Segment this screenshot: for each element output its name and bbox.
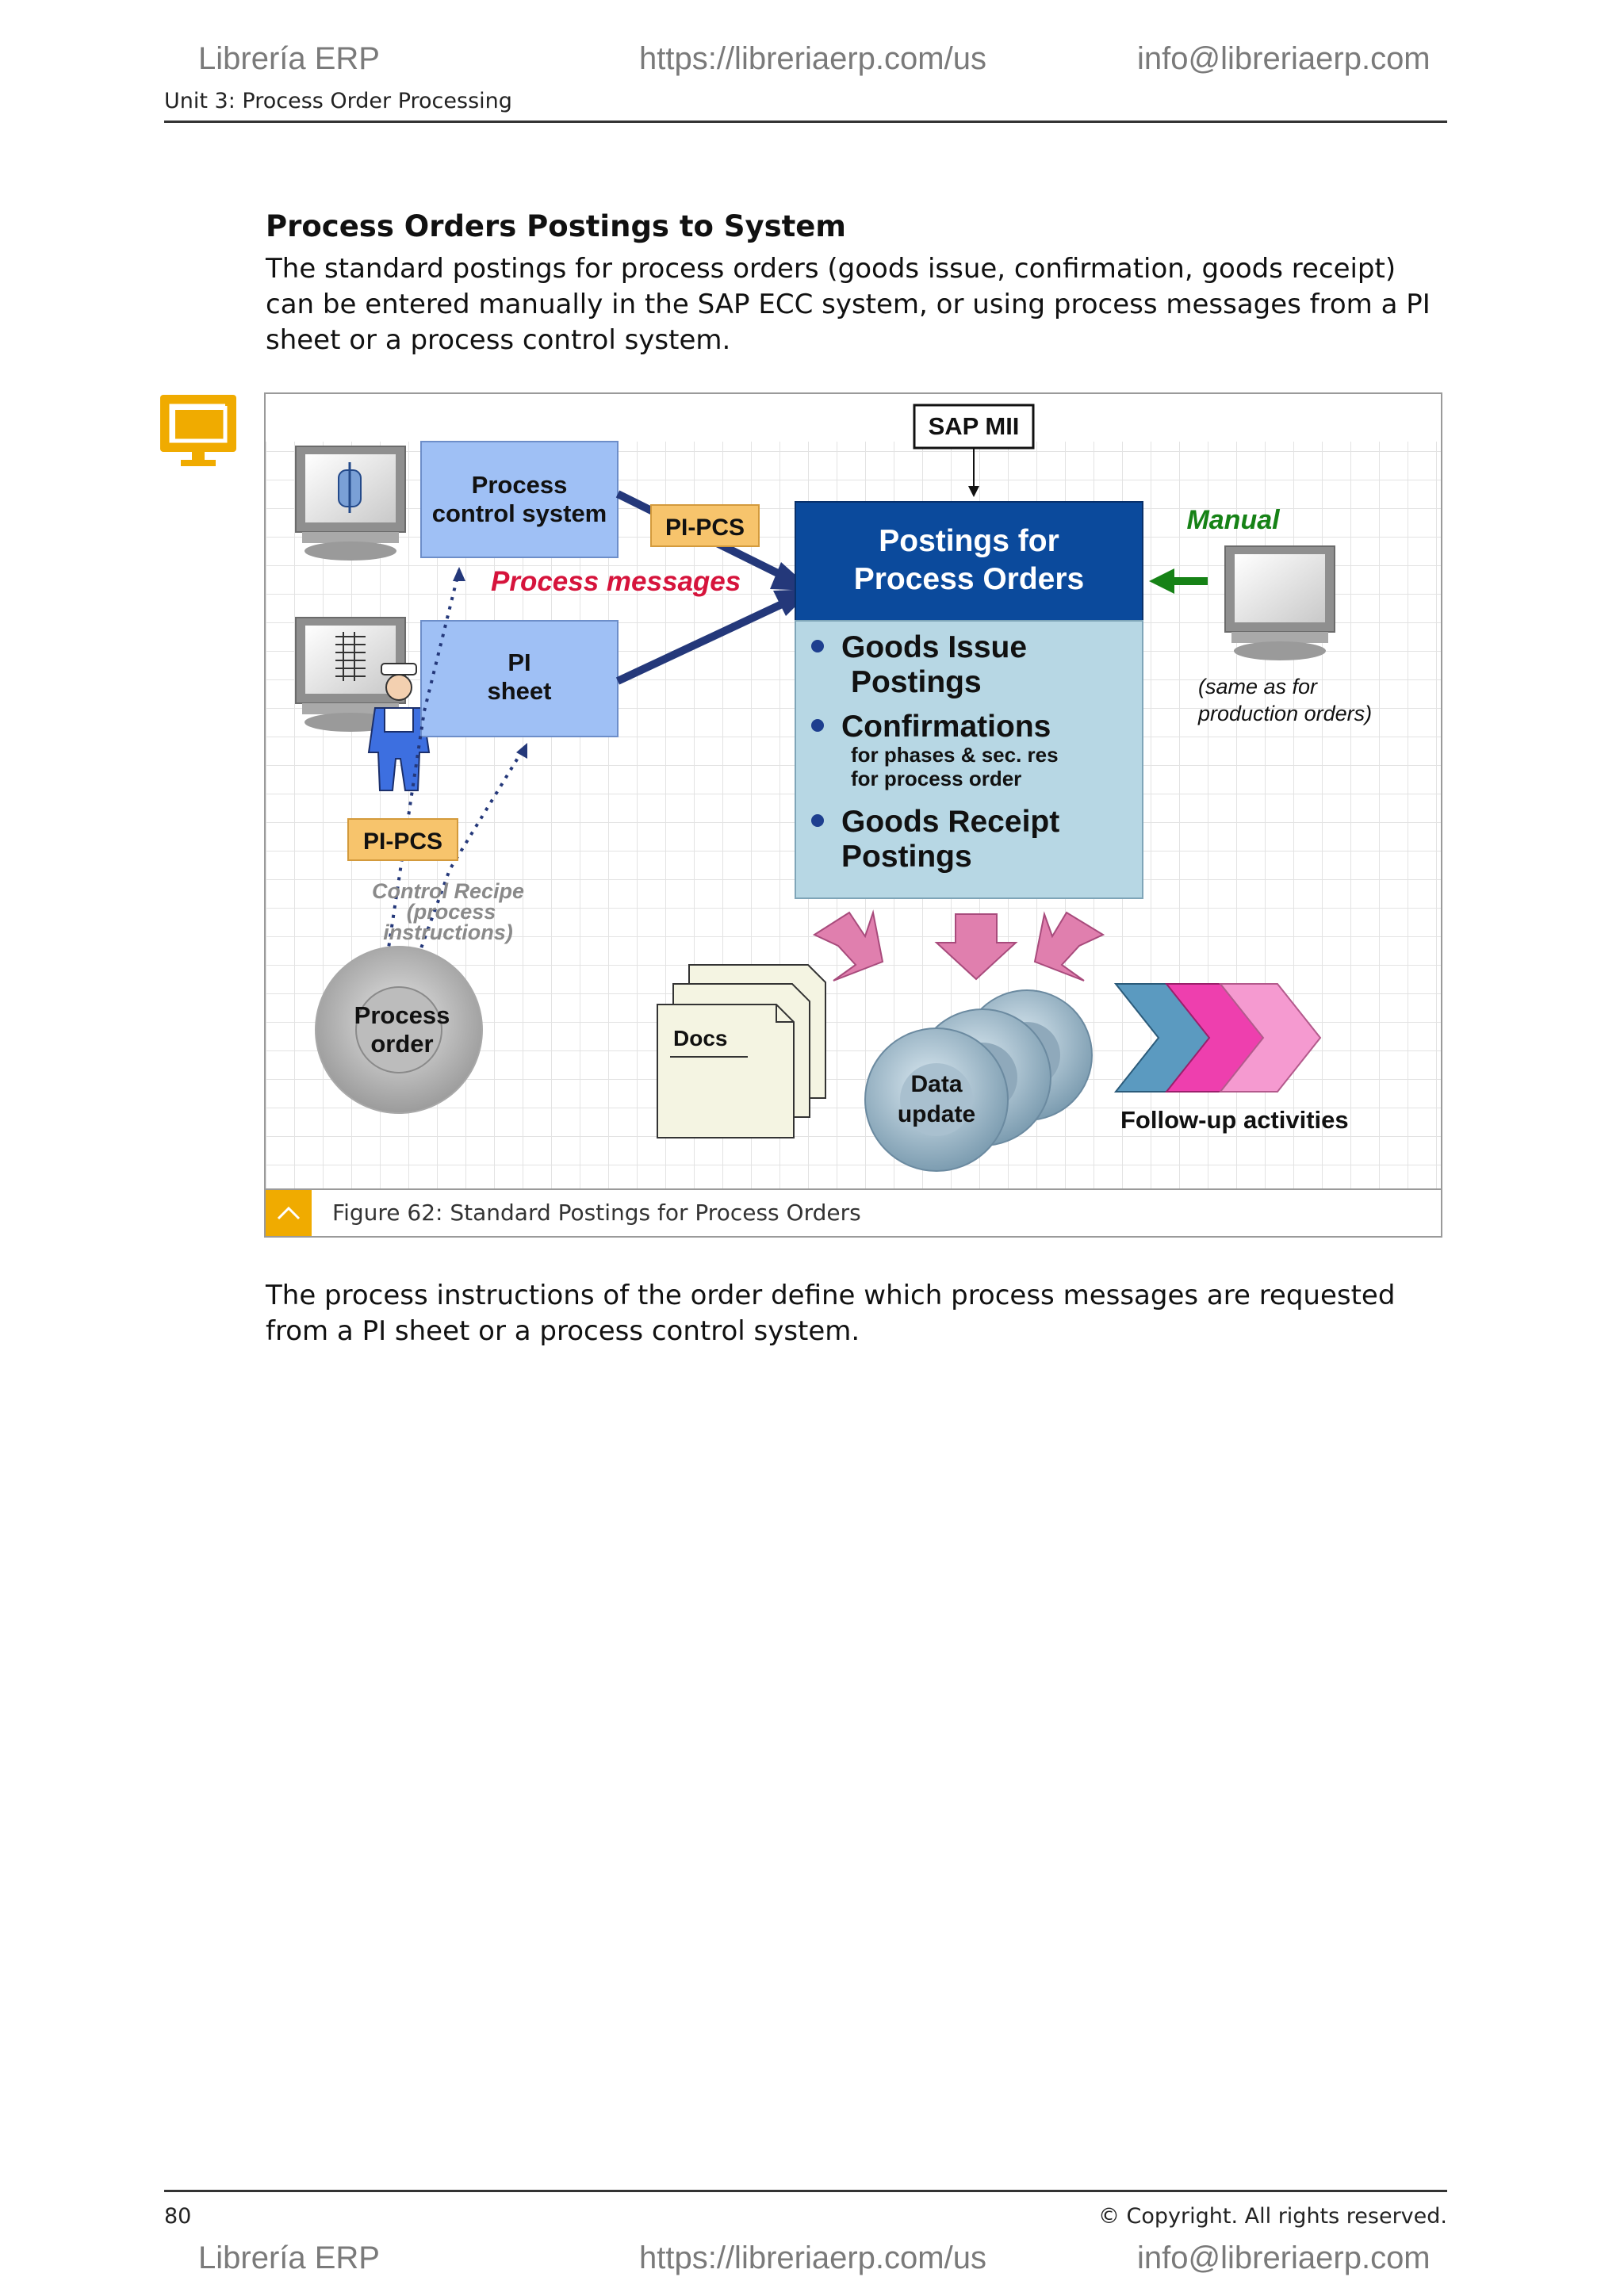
pink-arrow-icon <box>812 909 884 982</box>
pink-arrow-icon <box>1033 911 1105 982</box>
pi-pcs-left-label: PI-PCS <box>363 828 442 855</box>
section-after: The process instructions of the order de… <box>266 1278 1447 1349</box>
goods-issue-line2: Postings <box>851 665 982 699</box>
svg-text:update: update <box>898 1101 975 1127</box>
worker-icon <box>367 663 431 791</box>
follow-up-chevrons-icon <box>1113 983 1322 1093</box>
copyright: © Copyright. All rights reserved. <box>1097 2204 1447 2229</box>
pi-sheet-line1: PI <box>508 649 530 676</box>
goods-receipt-line2: Postings <box>841 840 972 874</box>
svg-text:Control Recipe: Control Recipe <box>372 879 524 903</box>
manual-monitor-icon <box>1224 545 1335 660</box>
figure-diagram: SAP MII Process control system PI-PCS <box>266 404 1441 1188</box>
footer-rule <box>164 2190 1447 2192</box>
goods-issue-line1: Goods Issue <box>841 630 1027 664</box>
pi-sheet-box: PI sheet <box>420 620 619 737</box>
section-intro: The standard postings for process orders… <box>266 251 1447 358</box>
confirmations-label: Confirmations <box>841 710 1051 744</box>
svg-text:instructions): instructions) <box>383 920 513 944</box>
manual-note-line1: (same as for <box>1198 675 1318 698</box>
confirmations-sub1: for phases & sec. res <box>851 743 1059 767</box>
figure-caption: Figure 62: Standard Postings for Process… <box>332 1200 861 1226</box>
docs-label: Docs <box>673 1026 727 1050</box>
postings-title-line1: Postings for <box>879 524 1059 558</box>
header-email[interactable]: info@libreriaerp.com <box>1137 41 1431 76</box>
process-messages-label: Process messages <box>491 566 741 597</box>
header-rule <box>164 121 1447 123</box>
data-update-discs: Data update <box>864 989 1093 1172</box>
chevron-up-icon[interactable] <box>266 1190 312 1236</box>
unit-title: Unit 3: Process Order Processing <box>164 89 512 113</box>
pi-pcs-top-label: PI-PCS <box>665 515 745 541</box>
svg-text:Data: Data <box>910 1071 962 1097</box>
svg-text:Process: Process <box>354 1001 450 1029</box>
pi-pcs-left-tag: PI-PCS <box>347 818 458 861</box>
process-control-monitor-icon <box>295 446 406 561</box>
header-brand: Librería ERP <box>198 41 380 76</box>
footer-email[interactable]: info@libreriaerp.com <box>1137 2241 1431 2275</box>
footer-url[interactable]: https://libreriaerp.com/us <box>639 2241 986 2275</box>
svg-text:order: order <box>370 1030 433 1058</box>
figure-standard-postings: SAP MII Process control system PI-PCS <box>264 392 1442 1238</box>
postings-title-line2: Process Orders <box>854 562 1085 596</box>
goods-receipt-line1: Goods Receipt <box>841 805 1059 839</box>
figure-caption-bar: Figure 62: Standard Postings for Process… <box>266 1188 1441 1236</box>
process-control-line2: control system <box>432 499 607 527</box>
manual-arrow-icon <box>1149 568 1174 594</box>
after-paragraph: The process instructions of the order de… <box>266 1280 1396 1347</box>
pi-pcs-top-tag: PI-PCS <box>650 504 760 547</box>
intro-paragraph: The standard postings for process orders… <box>266 253 1431 356</box>
manual-label: Manual <box>1186 505 1281 535</box>
confirmations-sub2: for process order <box>851 767 1021 790</box>
postings-box: Postings for Process Orders Goods Issue … <box>795 501 1143 899</box>
follow-up-label: Follow-up activities <box>1120 1106 1349 1134</box>
docs-stack-icon: Docs <box>657 964 826 1138</box>
monitor-icon <box>160 395 236 468</box>
process-control-system-box: Process control system <box>420 441 619 558</box>
sap-mii-box: SAP MII <box>913 404 1035 497</box>
control-recipe-label: Control Recipe (process instructions) <box>372 879 524 944</box>
header-url[interactable]: https://libreriaerp.com/us <box>639 41 986 76</box>
section-title: Process Orders Postings to System <box>266 209 846 243</box>
process-control-line1: Process <box>472 471 568 499</box>
pink-arrow-icon <box>934 913 1018 981</box>
pi-sheet-line2: sheet <box>488 677 552 705</box>
svg-text:(process: (process <box>407 900 496 924</box>
footer-brand: Librería ERP <box>198 2241 380 2275</box>
manual-note-line2: production orders) <box>1197 702 1372 725</box>
page-number: 80 <box>164 2204 192 2229</box>
sap-mii-label: SAP MII <box>929 412 1020 440</box>
process-order-disc: Process order <box>315 946 483 1114</box>
